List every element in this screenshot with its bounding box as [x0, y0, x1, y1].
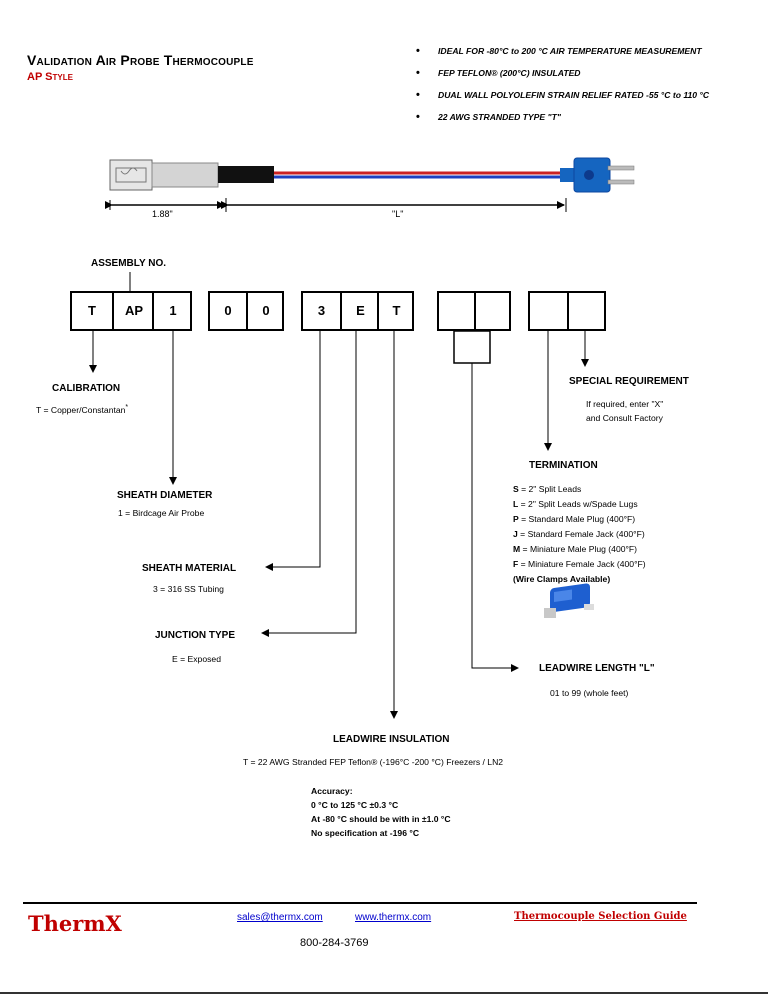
leadwire-length-heading: LEADWIRE LENGTH "L" — [539, 663, 655, 674]
sheath-material-text: 3 = 316 SS Tubing — [153, 584, 224, 594]
code-calibration: T — [88, 303, 96, 318]
website-link[interactable]: www.thermx.com — [355, 912, 432, 923]
sheath-diameter-text: 1 = Birdcage Air Probe — [118, 508, 205, 518]
termination-option: L = 2" Split Leads w/Spade Lugs — [513, 499, 638, 509]
feature-item: FEP TEFLON® (200°C) INSULATED — [416, 66, 709, 88]
company-logo: ThermX — [28, 911, 122, 936]
termination-heading: TERMINATION — [529, 460, 598, 471]
termination-note: (Wire Clamps Available) — [513, 574, 611, 584]
footer-divider — [23, 902, 697, 904]
assembly-group-2: 0 0 — [208, 291, 284, 331]
special-requirement-heading: SPECIAL REQUIREMENT — [569, 376, 689, 387]
phone-number: 800-284-3769 — [300, 937, 369, 949]
sheath-material-heading: SHEATH MATERIAL — [142, 563, 237, 574]
dimension-probe-length: 1.88" — [152, 209, 173, 219]
sheath-diameter-heading: SHEATH DIAMETER — [117, 490, 213, 501]
code-digit: 0 — [224, 303, 232, 318]
email-link[interactable]: sales@thermx.com — [237, 912, 323, 923]
code-blank — [474, 293, 511, 329]
page-title: Validation Air Probe Thermocouple — [27, 52, 254, 68]
page-subtitle: AP Style — [27, 71, 73, 83]
assembly-group-termination — [528, 291, 606, 331]
accuracy-label: Accuracy: — [311, 786, 353, 796]
calibration-heading: CALIBRATION — [52, 383, 121, 394]
code-junction-type: E — [340, 293, 379, 329]
feature-item: 22 AWG STRANDED TYPE "T" — [416, 110, 709, 132]
junction-type-heading: JUNCTION TYPE — [155, 630, 236, 641]
code-digit: 0 — [246, 293, 284, 329]
termination-option: F = Miniature Female Jack (400°F) — [513, 559, 646, 569]
code-sheath-diameter: 1 — [152, 293, 192, 329]
leadwire-insulation-heading: LEADWIRE INSULATION — [333, 734, 450, 745]
junction-type-text: E = Exposed — [172, 654, 221, 664]
accuracy-line: No specification at -196 °C — [311, 828, 420, 838]
termination-option: J = Standard Female Jack (400°F) — [513, 529, 645, 539]
calibration-text: T = Copper/Constantan* — [36, 404, 129, 415]
termination-option: P = Standard Male Plug (400°F) — [513, 514, 636, 524]
accuracy-line: 0 °C to 125 °C ±0.3 °C — [311, 800, 399, 810]
code-blank — [567, 293, 606, 329]
leadwire-length-text: 01 to 99 (whole feet) — [550, 688, 629, 698]
accuracy-line: At -80 °C should be with in ±1.0 °C — [311, 814, 451, 824]
code-sheath-material: 3 — [317, 303, 326, 318]
assembly-group-3: 3 E T — [301, 291, 414, 331]
feature-item: IDEAL FOR -80°C to 200 °C AIR TEMPERATUR… — [416, 44, 709, 66]
leadwire-insulation-text: T = 22 AWG Stranded FEP Teflon® (-196°C … — [243, 757, 504, 767]
probe-illustration — [109, 157, 635, 193]
feature-item: DUAL WALL POLYOLEFIN STRAIN RELIEF RATED… — [416, 88, 709, 110]
termination-option: M = Miniature Male Plug (400°F) — [513, 544, 638, 554]
feature-list: IDEAL FOR -80°C to 200 °C AIR TEMPERATUR… — [416, 44, 709, 132]
termination-option: S = 2" Split Leads — [513, 484, 582, 494]
assembly-group-1: T AP 1 — [70, 291, 192, 331]
termination-options: S = 2" Split Leads L = 2" Split Leads w/… — [513, 482, 646, 587]
selection-guide-link[interactable]: Thermocouple Selection Guide — [514, 911, 687, 922]
code-leadwire-insulation: T — [377, 293, 414, 329]
code-blank — [439, 293, 474, 329]
assembly-label: ASSEMBLY NO. — [91, 258, 167, 269]
special-requirement-line1: If required, enter "X" — [586, 399, 664, 409]
page-bottom-rule — [0, 992, 768, 994]
code-style: AP — [112, 293, 154, 329]
assembly-group-length — [437, 291, 511, 331]
dimension-lead-length: "L" — [392, 209, 404, 219]
code-blank — [530, 293, 567, 329]
connector-plug-icon — [544, 583, 594, 618]
special-requirement-line2: and Consult Factory — [586, 413, 663, 423]
